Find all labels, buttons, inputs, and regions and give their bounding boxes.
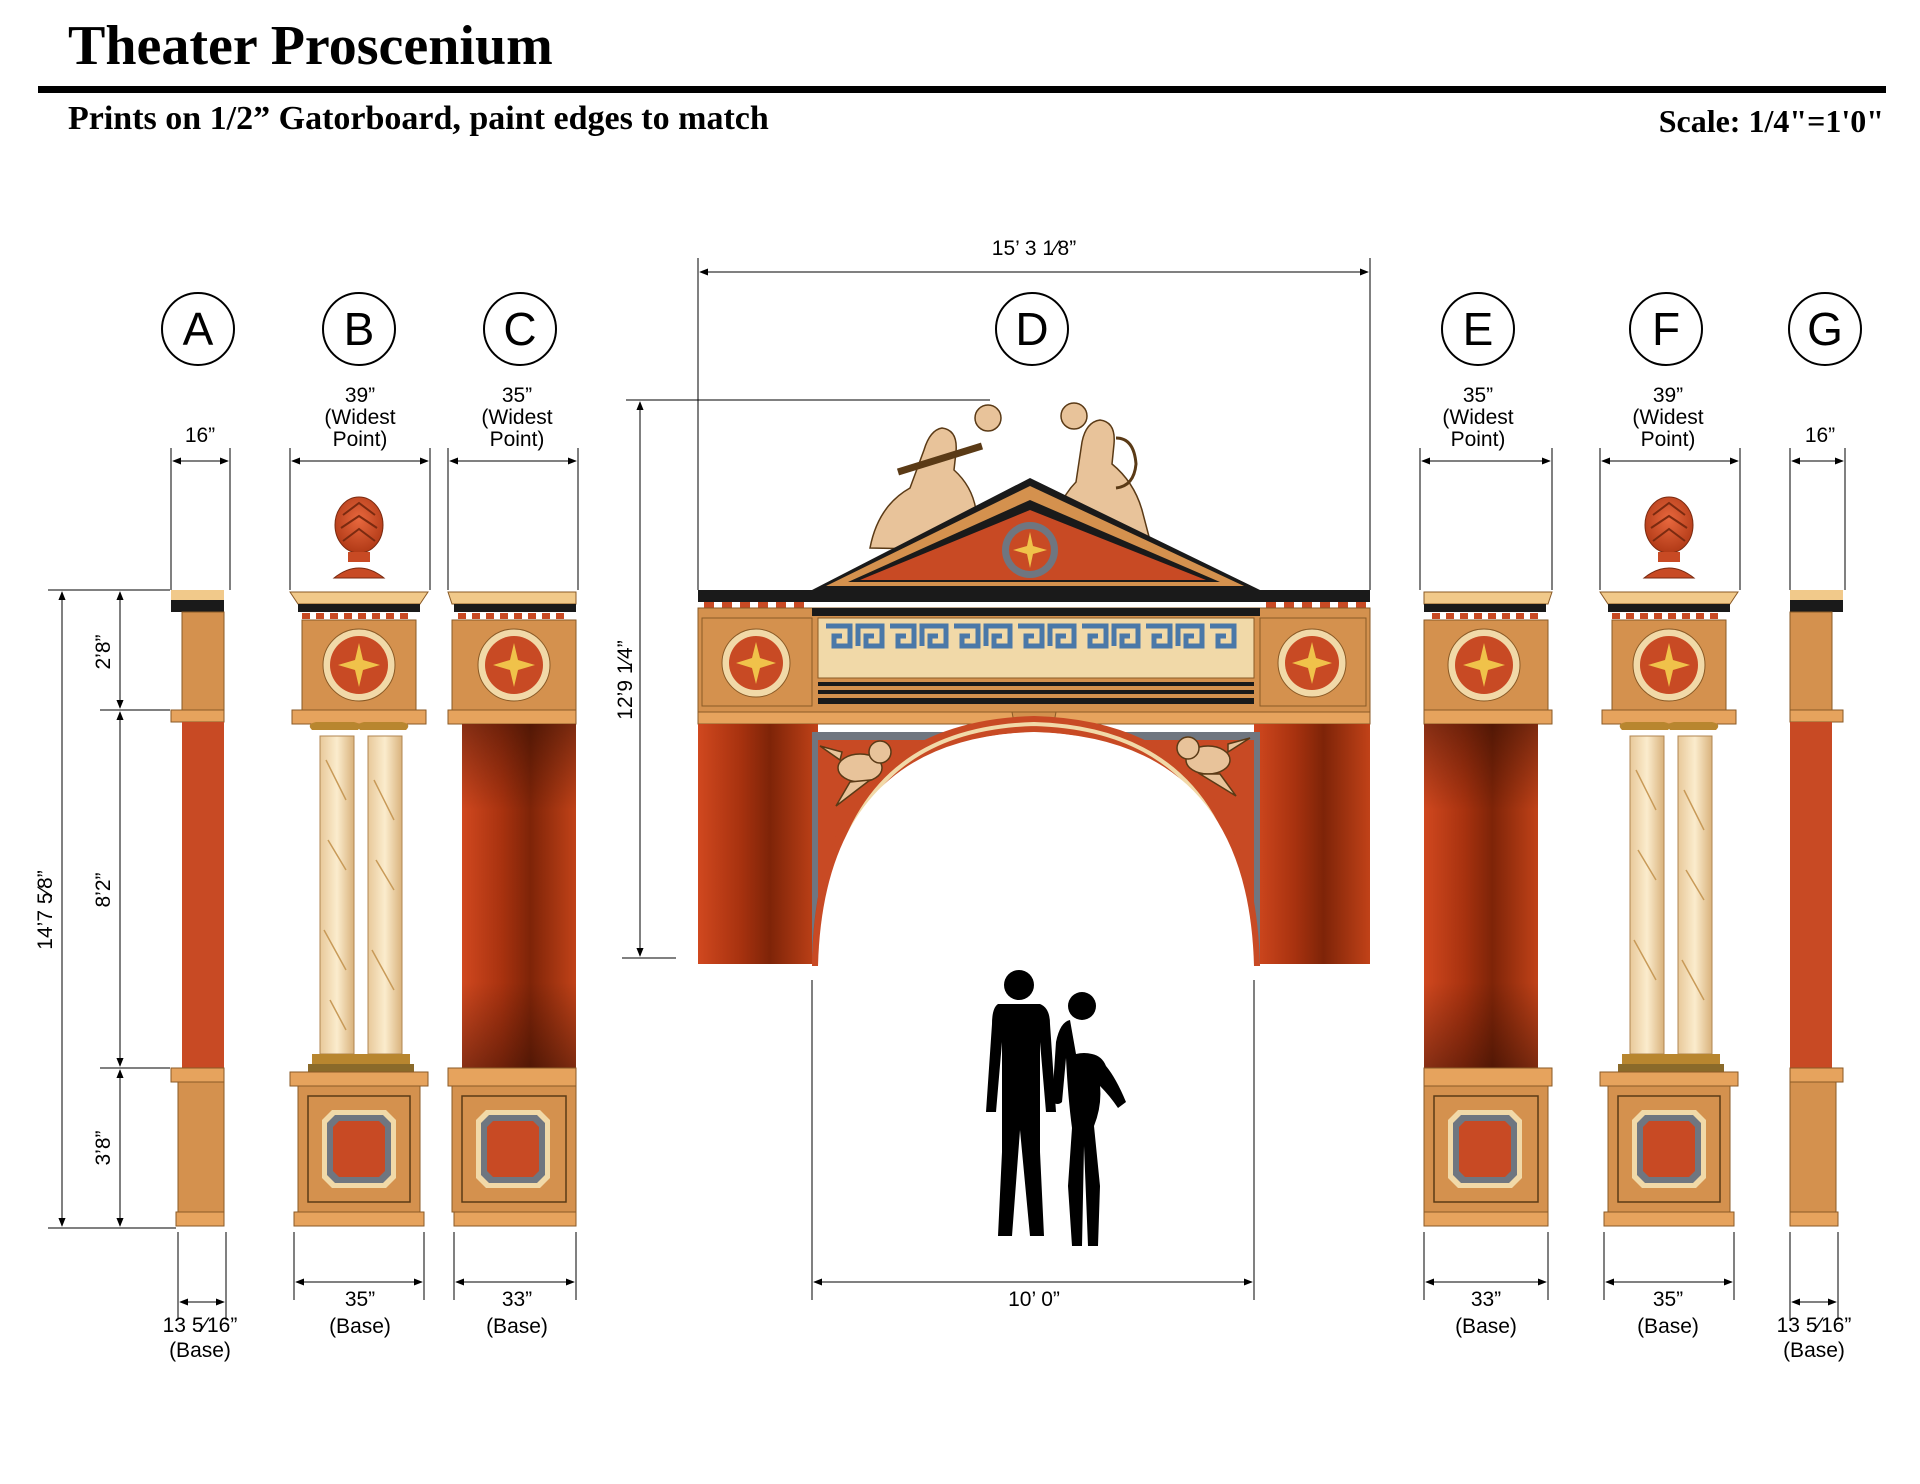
dim-g-bottom-2: (Base)	[1783, 1339, 1845, 1362]
dim-base-section: 3’8”	[92, 1130, 115, 1165]
dim-e-bottom-1: 33”	[1471, 1288, 1501, 1311]
dim-d-top: 15’ 3 1⁄8”	[992, 237, 1076, 260]
dim-d-bottom: 10’ 0”	[1008, 1288, 1060, 1311]
panel-d	[697, 402, 1371, 967]
panel-c	[447, 591, 577, 1227]
panel-letter-d: D	[1015, 303, 1048, 355]
dim-d-height: 12’9 1⁄4”	[614, 640, 637, 719]
dim-g-bottom-1: 13 5⁄16”	[1777, 1314, 1852, 1337]
dim-c-bottom-2: (Base)	[486, 1315, 548, 1338]
panel-letters: A B C D E F G	[161, 292, 1862, 366]
panel-letter-g: G	[1807, 303, 1843, 355]
dimension-lines	[48, 258, 1846, 1320]
panel-letter-c: C	[503, 303, 536, 355]
dim-b-bottom-1: 35”	[345, 1288, 375, 1311]
dim-e-top-3: Point)	[1451, 428, 1506, 451]
panel-f	[1599, 496, 1739, 1227]
panel-letter-f: F	[1652, 303, 1680, 355]
dimension-labels: 16” 39” (Widest Point) 35” (Widest Point…	[34, 237, 1851, 1362]
dim-a-bottom-2: (Base)	[169, 1339, 231, 1362]
panel-letter-a: A	[183, 303, 214, 355]
title-rule	[38, 86, 1886, 93]
panel-letter-b: B	[344, 303, 375, 355]
panel-b	[289, 496, 429, 1227]
dim-f-top-1: 39”	[1653, 384, 1683, 407]
dim-e-bottom-2: (Base)	[1455, 1315, 1517, 1338]
panel-letter-e: E	[1463, 303, 1494, 355]
panel-g	[1789, 590, 1844, 1227]
page-title: Theater Proscenium	[68, 15, 553, 77]
dim-b-top-2: (Widest	[324, 406, 395, 429]
dim-a-bottom-1: 13 5⁄16”	[163, 1314, 238, 1337]
dim-overall-height: 14’7 5⁄8”	[34, 870, 57, 949]
page-subtitle: Prints on 1/2” Gatorboard, paint edges t…	[68, 100, 769, 137]
scale-label: Scale: 1/4"=1'0"	[1658, 103, 1884, 139]
cherub-figures	[819, 736, 1251, 807]
dim-c-top-1: 35”	[502, 384, 532, 407]
dim-f-top-3: Point)	[1641, 428, 1696, 451]
dim-f-bottom-1: 35”	[1653, 1288, 1683, 1311]
dim-b-top-1: 39”	[345, 384, 375, 407]
dim-f-top-2: (Widest	[1632, 406, 1703, 429]
dim-top-section: 2’8”	[92, 634, 115, 669]
dim-c-top-3: Point)	[490, 428, 545, 451]
dim-a-top: 16”	[185, 424, 215, 447]
dim-c-bottom-1: 33”	[502, 1288, 532, 1311]
dim-b-bottom-2: (Base)	[329, 1315, 391, 1338]
panel-e	[1423, 591, 1553, 1227]
dim-f-bottom-2: (Base)	[1637, 1315, 1699, 1338]
dim-e-top-1: 35”	[1463, 384, 1493, 407]
scale-figures	[986, 970, 1126, 1246]
dim-g-top: 16”	[1805, 424, 1835, 447]
dim-b-top-3: Point)	[333, 428, 388, 451]
dim-middle-section: 8’2”	[92, 872, 115, 907]
panel-a	[170, 590, 225, 1227]
dim-e-top-2: (Widest	[1442, 406, 1513, 429]
dim-c-top-2: (Widest	[481, 406, 552, 429]
